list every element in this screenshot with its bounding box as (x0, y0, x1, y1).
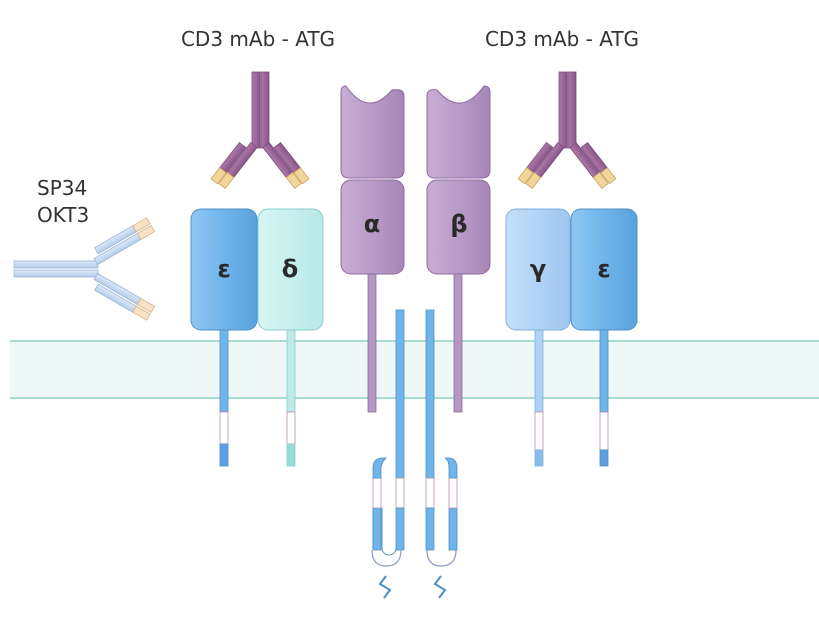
side-antibody-sp34-okt3 (13, 217, 156, 321)
subunit-label-delta: δ (282, 255, 299, 283)
cd3-delta (257, 208, 324, 467)
subunit-label-epsilon-right: ε (597, 255, 610, 283)
subunit-label-beta: β (450, 210, 467, 238)
cd3-gamma (505, 208, 571, 467)
cd3-zeta-dimer (371, 309, 458, 599)
cd3-antibody-left (210, 71, 310, 190)
subunit-label-epsilon-left: ε (217, 255, 230, 283)
side-antibody-label-2: OKT3 (37, 203, 89, 227)
cd3-epsilon-right (570, 208, 638, 467)
subunit-label-alpha: α (364, 210, 381, 238)
antibody-label-right: CD3 mAb - ATG (485, 27, 639, 51)
antibody-label-left: CD3 mAb - ATG (181, 27, 335, 51)
subunit-label-gamma: γ (530, 255, 546, 283)
cell-membrane (10, 341, 819, 398)
tcr-beta-chain (426, 85, 491, 413)
cd3-epsilon-left (190, 208, 258, 467)
side-antibody-label-1: SP34 (37, 176, 87, 200)
cd3-antibody-right (517, 71, 617, 190)
tcr-alpha-chain (340, 85, 405, 413)
